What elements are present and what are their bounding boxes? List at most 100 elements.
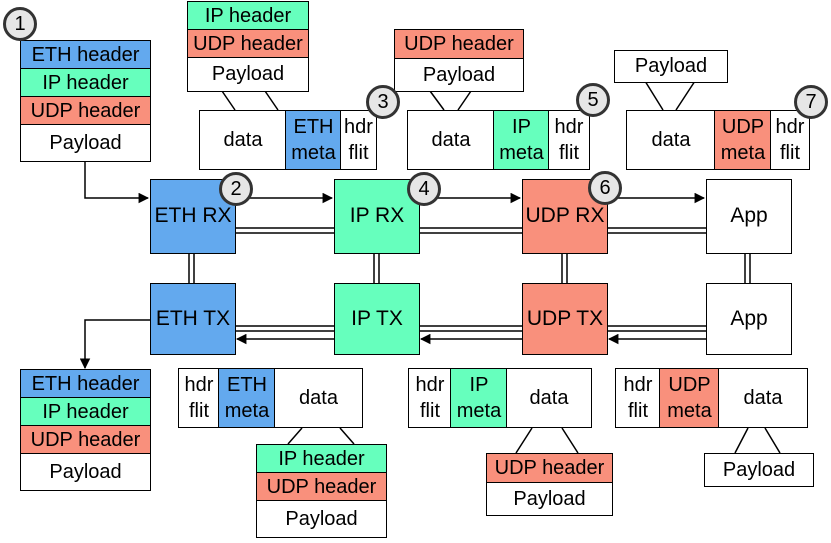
label: UDP header — [193, 32, 303, 55]
label: IP header — [42, 71, 129, 94]
label: App — [730, 306, 768, 330]
label: IP TX — [351, 306, 403, 330]
vlink-udp — [561, 254, 568, 283]
step-4-badge: 4 — [407, 172, 441, 206]
label: hdr — [623, 374, 653, 396]
label: 2 — [230, 177, 242, 200]
rx5-hdr-flit: hdr flit — [548, 110, 590, 170]
input-ip-header: IP header — [20, 68, 151, 98]
ip-rx-block: IP RX — [334, 179, 420, 254]
label: flit — [189, 400, 209, 422]
label: meta — [224, 400, 270, 422]
output-udp-header: UDP header — [20, 425, 151, 455]
label: meta — [456, 400, 502, 422]
tx1-ip-header: IP header — [256, 444, 387, 474]
tx-udp-hdr-flit: hdr flit — [615, 368, 661, 428]
ip-tx-block: IP TX — [334, 283, 420, 355]
label: Payload — [722, 458, 796, 481]
input-eth-header: ETH header — [20, 40, 151, 70]
tx-link-udp-ip — [419, 325, 522, 332]
rx3-eth-meta: ETH meta — [285, 110, 342, 170]
step-7-badge: 7 — [794, 85, 828, 119]
label: Payload — [513, 487, 586, 510]
label: meta — [499, 142, 544, 164]
rx3-udp-header: UDP header — [187, 29, 309, 59]
label: meta — [291, 142, 336, 164]
label: ETH header — [31, 43, 140, 66]
input-udp-header: UDP header — [20, 96, 151, 126]
label: 7 — [805, 90, 817, 113]
label: ETH RX — [154, 204, 232, 228]
rx5-ip-meta: IP meta — [493, 110, 550, 170]
label: IP header — [204, 4, 292, 27]
tx2-udp-header: UDP header — [486, 453, 613, 484]
label: Payload — [634, 55, 708, 77]
rx7-hdr-flit: hdr flit — [770, 110, 810, 170]
rx-link-eth-ip — [235, 227, 334, 234]
tx3-payload: Payload — [704, 453, 814, 487]
tx1-payload: Payload — [256, 500, 387, 538]
label: meta — [667, 400, 712, 422]
label: ETH — [293, 116, 334, 138]
rx7-payload: Payload — [614, 50, 728, 83]
rx5-payload: Payload — [394, 58, 524, 92]
label: flit — [348, 142, 369, 164]
rx7-data: data — [626, 110, 716, 170]
label: UDP — [721, 116, 765, 138]
label: Payload — [211, 63, 285, 85]
output-payload: Payload — [20, 453, 151, 491]
tx-arrow-out — [79, 319, 150, 370]
label: UDP TX — [526, 306, 604, 330]
label: UDP RX — [525, 204, 605, 228]
link-top-3 — [644, 80, 696, 111]
output-ip-header: IP header — [20, 397, 151, 427]
rx5-udp-header: UDP header — [394, 29, 524, 60]
label: data — [529, 386, 569, 409]
label: hdr — [344, 116, 373, 138]
link-bot-1 — [287, 427, 355, 445]
label: hdr — [554, 116, 584, 138]
link-bot-3 — [734, 427, 781, 454]
tx-eth-meta: ETH meta — [218, 368, 276, 428]
tx-ip-data: data — [506, 368, 592, 428]
label: IP — [512, 116, 531, 138]
label: meta — [720, 142, 766, 164]
label: 1 — [14, 12, 26, 35]
tx1-udp-header: UDP header — [256, 472, 387, 502]
label: IP RX — [349, 204, 405, 228]
label: 5 — [587, 88, 599, 111]
label: IP header — [42, 400, 129, 423]
tx2-payload: Payload — [486, 482, 613, 516]
vlink-app — [744, 254, 751, 283]
label: data — [431, 128, 471, 151]
rx3-hdr-flit: hdr flit — [340, 110, 377, 170]
label: 4 — [418, 177, 430, 200]
app-rx-block: App — [706, 179, 792, 254]
app-tx-block: App — [706, 283, 792, 355]
link-bot-2 — [515, 427, 579, 454]
label: data — [223, 128, 263, 151]
label: Payload — [285, 507, 358, 530]
label: hdr — [775, 116, 805, 138]
label: App — [730, 204, 768, 228]
label: ETH header — [31, 372, 140, 395]
label: data — [299, 386, 338, 409]
label: data — [651, 128, 691, 151]
rx-arrow-in — [84, 162, 150, 204]
vlink-eth — [188, 254, 195, 283]
label: flit — [780, 142, 800, 164]
label: ETH — [227, 374, 267, 396]
tx-ip-meta: IP meta — [450, 368, 508, 428]
label: ETH TX — [155, 306, 231, 330]
label: UDP header — [494, 457, 605, 479]
step-5-badge: 5 — [576, 83, 610, 117]
label: IP — [469, 374, 489, 396]
label: flit — [559, 142, 579, 164]
label: flit — [628, 400, 648, 422]
rx5-data: data — [407, 110, 495, 170]
label: UDP — [668, 374, 711, 396]
udp-tx-block: UDP TX — [522, 283, 608, 355]
